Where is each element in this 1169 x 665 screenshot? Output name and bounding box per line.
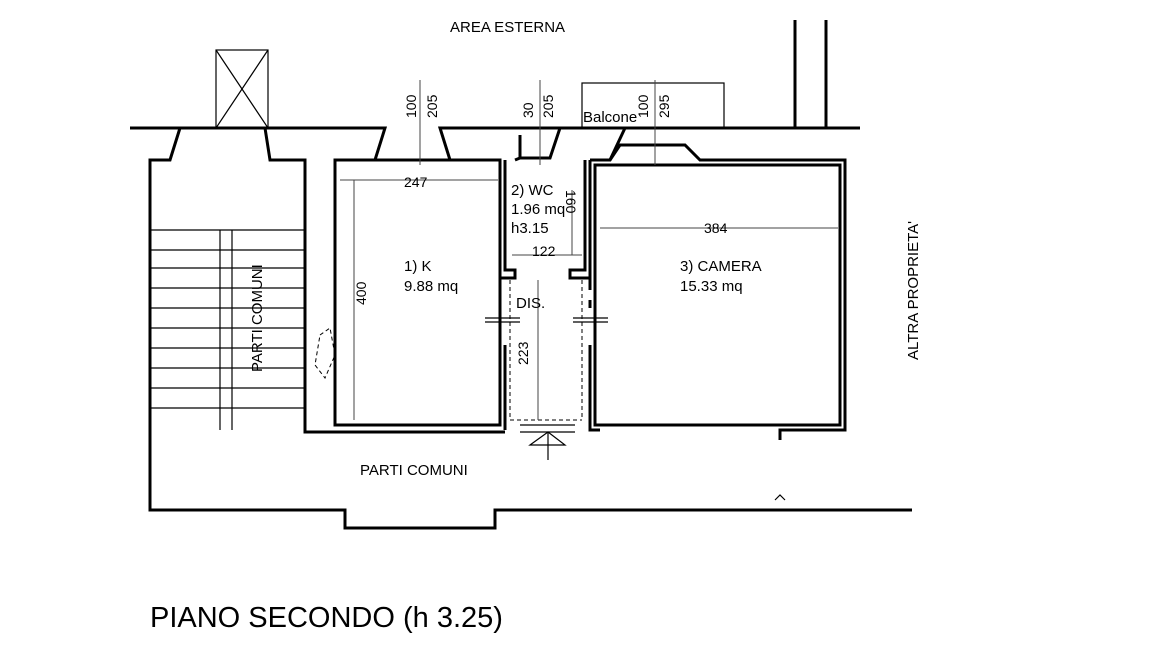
room-camera-name: 3) CAMERA <box>680 258 762 275</box>
room-wc-height: h3.15 <box>511 220 549 237</box>
dim-camera-width: 384 <box>704 220 728 236</box>
room-wc-name: 2) WC <box>511 182 554 199</box>
dim-wc-width: 122 <box>532 243 556 259</box>
room-camera-area: 15.33 mq <box>680 278 743 295</box>
dim-wc-depth: 160 <box>563 190 579 214</box>
dim-window-camera-height: 295 <box>656 94 672 118</box>
altra-proprieta-label: ALTRA PROPRIETA' <box>905 221 922 360</box>
parti-comuni-bottom-label: PARTI COMUNI <box>360 462 468 479</box>
plan-title: PIANO SECONDO (h 3.25) <box>150 602 503 634</box>
balcony <box>581 82 725 129</box>
balcone-label: Balcone <box>583 109 637 126</box>
room-k-name: 1) K <box>404 258 432 275</box>
dim-window-k-sill: 100 <box>403 94 419 118</box>
stairwell <box>148 49 912 530</box>
dim-window-wc-sill: 30 <box>520 102 536 118</box>
interior-walls <box>333 135 842 432</box>
dim-window-k-height: 205 <box>424 94 440 118</box>
dis-label: DIS. <box>516 295 545 312</box>
dim-dis-depth: 223 <box>515 341 531 365</box>
parti-comuni-vertical-label: PARTI COMUNI <box>249 264 266 372</box>
room-k-area: 9.88 mq <box>404 278 458 295</box>
room-wc-area: 1.96 mq <box>511 201 565 218</box>
dimension-lines <box>340 80 838 420</box>
dim-k-depth: 400 <box>353 281 369 305</box>
dim-k-width: 247 <box>404 174 428 190</box>
dim-window-camera-sill: 100 <box>635 94 651 118</box>
area-esterna-label: AREA ESTERNA <box>450 19 565 36</box>
dim-window-wc-height: 205 <box>540 94 556 118</box>
door-markers <box>485 280 786 501</box>
